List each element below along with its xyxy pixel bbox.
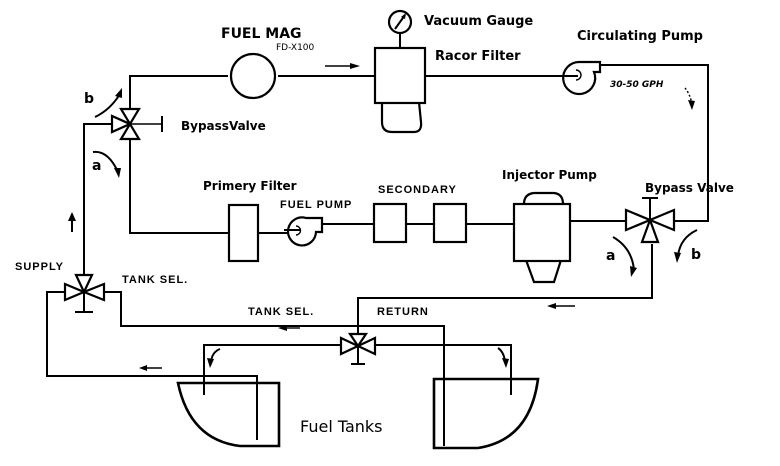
injector-pump xyxy=(512,191,572,284)
secondary-label: SECONDARY xyxy=(378,184,457,196)
return-label: RETURN xyxy=(377,306,429,318)
fuel-tanks-label: Fuel Tanks xyxy=(300,417,383,436)
fuel-pump-icon xyxy=(284,216,324,247)
flow-arrow-right-tank-icon xyxy=(497,347,509,368)
fuel-mag xyxy=(229,52,277,100)
primary-filter xyxy=(227,203,260,263)
racor-filter xyxy=(373,33,427,134)
pipes xyxy=(46,64,709,446)
flow-a-left-label: a xyxy=(92,158,101,174)
vacuum-gauge-label: Vacuum Gauge xyxy=(424,14,533,29)
fuel-tank-left xyxy=(176,381,281,448)
secondary-filter-2 xyxy=(432,202,468,244)
pipe-to-right-tank-return-pickup xyxy=(340,325,445,446)
pipe-return-to-left-tank xyxy=(203,344,341,395)
injector-pump-body xyxy=(512,202,572,263)
bypass-valve-right-icon xyxy=(624,197,676,244)
fuel-mag-model-label: FD-X100 xyxy=(276,43,315,53)
flow-arrow-tanksel-icon xyxy=(139,365,162,371)
circulating-pump-label: Circulating Pump xyxy=(577,29,703,44)
pipe-supply-up xyxy=(83,123,112,275)
vacuum-gauge-icon xyxy=(387,9,413,35)
injector-pump-label: Injector Pump xyxy=(502,168,597,182)
secondary-filter-1 xyxy=(372,202,408,244)
flow-arrow-icon xyxy=(684,87,695,110)
flow-b-right-label: b xyxy=(691,247,701,263)
supply-tank-selector-icon xyxy=(63,273,106,313)
flow-rate-label: 30-50 GPH xyxy=(610,80,664,90)
racor-bowl xyxy=(380,101,423,134)
racor-filter-body xyxy=(373,46,427,105)
pipe-bypass-to-fuelmag xyxy=(129,75,228,110)
flow-b-left-label: b xyxy=(84,91,94,107)
return-tank-selector-icon xyxy=(339,332,377,365)
fuel-tank-right xyxy=(432,377,540,450)
flow-arrow-b-right-icon xyxy=(674,229,698,263)
racor-filter-label: Racor Filter xyxy=(435,49,521,64)
bypass-valve-left-label: BypassValve xyxy=(181,119,266,133)
flow-arrow-a-right-icon xyxy=(612,236,637,277)
tank-sel-center-label: TANK SEL. xyxy=(248,306,314,318)
flow-arrow-icon xyxy=(325,63,360,69)
circulating-pump-icon xyxy=(562,60,602,95)
pipe-right-bypass-to-return xyxy=(357,244,653,334)
bypass-valve-right-label: Bypass Valve xyxy=(645,181,734,195)
bypass-valve-left-icon xyxy=(110,107,163,141)
flow-arrow-a-left-icon xyxy=(92,150,121,178)
flow-arrow-b-left-icon xyxy=(94,88,122,118)
flow-a-right-label: a xyxy=(606,248,615,264)
pipe-supply-selector-left xyxy=(46,291,258,440)
flow-arrow-left-tank-icon xyxy=(207,348,221,368)
pipe-left-bypass-to-primary xyxy=(129,140,229,234)
fuel-mag-label: FUEL MAG xyxy=(221,26,302,42)
pipe-circpump-to-right-bypass xyxy=(600,64,709,222)
flow-arrow-return-icon xyxy=(547,303,575,309)
fuel-pump-label: FUEL PUMP xyxy=(280,199,352,211)
fuel-mag-circle xyxy=(229,52,277,100)
primary-filter-label: Primery Filter xyxy=(203,179,297,193)
supply-label: SUPPLY xyxy=(15,261,64,273)
pipe-supply-selector-right xyxy=(104,291,340,327)
flow-arrow-tanksel-center-icon xyxy=(278,325,300,331)
flow-arrow-supply-icon xyxy=(68,212,76,232)
tank-sel-left-label: TANK SEL. xyxy=(122,274,188,286)
